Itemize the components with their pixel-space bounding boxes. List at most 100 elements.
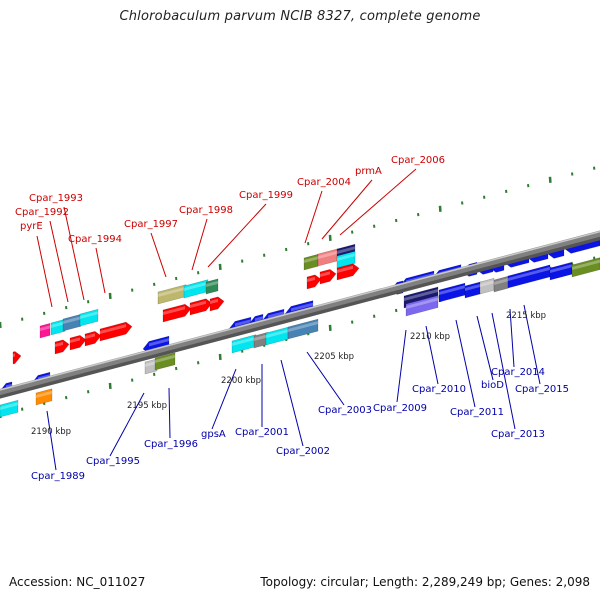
reverse-gene-label: Cpar_2011	[450, 407, 504, 418]
forward-leader-line	[63, 206, 85, 301]
reverse-leader-line	[509, 308, 515, 368]
gene-highlight	[85, 333, 95, 339]
scale-label: 2195 kbp	[127, 401, 167, 411]
reverse-gene-label: Cpar_2001	[235, 427, 289, 438]
reverse-leader-line	[455, 319, 476, 408]
gene-block-feature	[62, 313, 82, 332]
gene-highlight	[406, 297, 438, 309]
reverse-gene-label: gpsA	[201, 429, 226, 440]
reverse-gene-label: Cpar_1989	[31, 471, 85, 482]
gene-highlight	[254, 334, 268, 341]
gene-block-feature	[154, 352, 176, 371]
reverse-gene-label: Cpar_2014	[491, 367, 545, 378]
gene-block-feature	[464, 281, 482, 299]
gene-forward-feature	[209, 296, 225, 312]
gene-forward-feature	[69, 335, 87, 351]
gene-highlight	[318, 250, 338, 259]
reverse-gene-label: Cpar_2002	[276, 446, 330, 457]
forward-leader-line	[191, 218, 208, 271]
reverse-leader-line	[476, 315, 494, 381]
gene-highlight	[288, 321, 318, 332]
forward-gene-label: Cpar_2006	[391, 155, 445, 166]
genome-stats-text: Topology: circular; Length: 2,289,249 bp…	[260, 575, 590, 589]
gene-forward-feature	[336, 263, 360, 281]
reverse-leader-line	[306, 351, 345, 406]
gene-highlight	[70, 337, 80, 343]
reverse-leader-line	[396, 329, 407, 403]
gene-highlight	[337, 246, 355, 254]
gene-highlight	[163, 306, 185, 315]
gene-highlight	[63, 316, 81, 324]
forward-leader-line	[95, 247, 106, 294]
scale-label: 2205 kbp	[314, 352, 354, 362]
reverse-leader-line	[168, 387, 171, 439]
gene-block-feature	[265, 326, 289, 346]
forward-gene-label: Cpar_1994	[68, 234, 122, 245]
reverse-leader-line	[425, 325, 439, 385]
reverse-gene-label: Cpar_2013	[491, 429, 545, 440]
gene-highlight	[550, 264, 572, 273]
forward-leader-line	[49, 220, 69, 303]
gene-block-feature	[571, 257, 600, 278]
gene-highlight	[266, 329, 288, 338]
gene-highlight	[255, 316, 263, 322]
forward-tick-row	[0, 166, 596, 329]
gene-highlight	[80, 311, 98, 319]
gene-highlight	[13, 353, 15, 357]
gene-highlight	[307, 276, 315, 282]
scale-label: 2200 kbp	[221, 376, 261, 386]
backbone-line	[0, 230, 600, 396]
gene-features	[0, 233, 600, 418]
gene-forward-feature	[54, 339, 70, 355]
gene-forward-feature	[12, 351, 22, 365]
gene-highlight	[320, 271, 330, 277]
gene-highlight	[572, 259, 600, 270]
gene-highlight	[439, 285, 465, 295]
forward-gene-label: Cpar_1992	[15, 207, 69, 218]
label-leader-lines	[36, 168, 541, 471]
reverse-leader-line	[491, 312, 516, 430]
gene-block-feature	[50, 318, 66, 336]
reverse-leader-line	[211, 368, 237, 430]
forward-gene-label: Cpar_1999	[239, 190, 293, 201]
gene-block-feature	[205, 278, 219, 295]
reverse-gene-label: bioD	[481, 380, 504, 391]
backbone-group	[0, 230, 600, 399]
reverse-gene-label: Cpar_2010	[412, 384, 466, 395]
scale-label: 2190 kbp	[31, 427, 71, 437]
gene-highlight	[232, 336, 256, 346]
gene-forward-feature	[319, 269, 337, 285]
gene-highlight	[40, 325, 50, 331]
gene-highlight	[235, 319, 251, 327]
gene-highlight	[190, 300, 206, 308]
forward-leader-line	[321, 179, 373, 240]
gene-highlight	[291, 302, 313, 312]
map-title: Chlorobaculum parvum NCIB 8327, complete…	[119, 9, 481, 24]
forward-leader-line	[207, 203, 267, 268]
forward-leader-line	[304, 190, 323, 244]
gene-highlight	[480, 280, 494, 287]
gene-highlight	[55, 341, 63, 347]
gene-forward-feature	[306, 274, 322, 290]
gene-block-feature	[336, 250, 356, 269]
reverse-gene-label: Cpar_2003	[318, 405, 372, 416]
gene-highlight	[145, 360, 157, 367]
reverse-leader-line	[523, 304, 541, 385]
gene-highlight	[158, 286, 186, 297]
forward-leader-line	[36, 235, 53, 308]
gene-labels: pyrECpar_1992Cpar_1993Cpar_1994Cpar_1997…	[15, 155, 569, 482]
gene-block-feature	[303, 253, 319, 271]
gene-block-feature	[493, 275, 509, 293]
gene-highlight	[337, 265, 353, 273]
gene-block-feature	[0, 399, 19, 418]
gene-highlight	[304, 256, 318, 263]
forward-gene-label: Cpar_1998	[179, 205, 233, 216]
forward-gene-label: Cpar_1997	[124, 219, 178, 230]
accession-text: Accession: NC_011027	[9, 575, 146, 589]
gene-highlight	[210, 298, 218, 304]
gene-highlight	[36, 390, 52, 398]
gene-forward-feature	[84, 331, 102, 347]
gene-forward-feature	[99, 321, 133, 342]
gene-highlight	[404, 289, 438, 301]
